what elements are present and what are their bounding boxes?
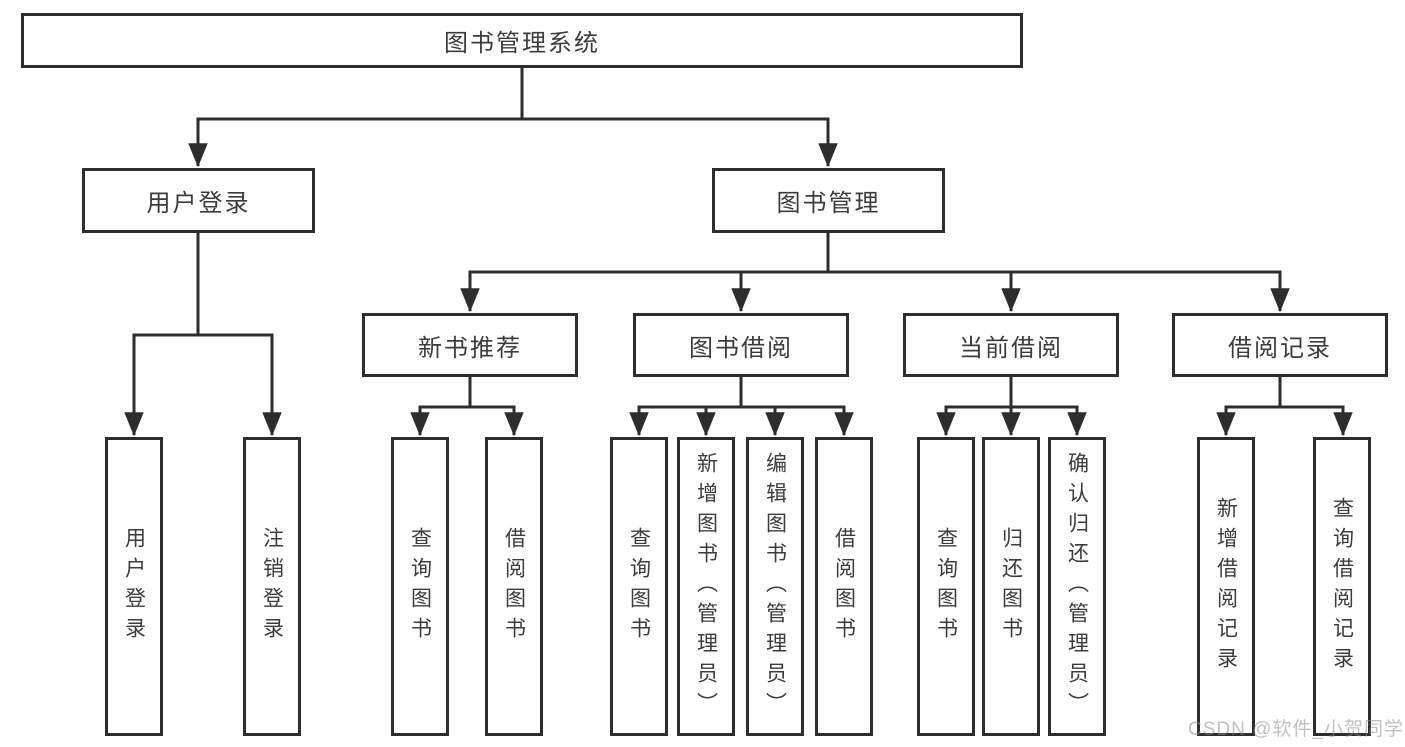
leaf-current-query-book: 查询图书 <box>917 437 975 736</box>
node-label: 查询借阅记录 <box>1330 496 1354 677</box>
node-label: 当前借阅 <box>959 334 1063 362</box>
connector-current-borrow-children <box>936 375 1087 437</box>
leaf-borrow-query-book: 查询图书 <box>610 437 668 736</box>
leaf-borrow-add-book-admin: 新增图书（管理员） <box>677 437 735 736</box>
leaf-borrow-edit-book-admin: 编辑图书（管理员） <box>746 437 804 736</box>
node-label: 图书借阅 <box>689 334 793 362</box>
node-label: 图书管理系统 <box>444 30 600 57</box>
node-label: 借阅记录 <box>1228 334 1332 362</box>
leaf-recommend-borrow-book: 借阅图书 <box>485 437 543 736</box>
node-label: 用户登录 <box>122 526 146 647</box>
node-new-book-recommend: 新书推荐 <box>362 313 578 377</box>
csdn-watermark: CSDN @软件_小贺同学 <box>1188 719 1404 740</box>
node-current-borrow: 当前借阅 <box>903 313 1119 377</box>
node-label: 注销登录 <box>260 526 284 647</box>
node-label: 查询图书 <box>934 526 958 647</box>
node-user-login: 用户登录 <box>82 168 315 233</box>
node-label: 查询图书 <box>408 526 432 647</box>
node-label: 查询图书 <box>627 526 651 647</box>
connector-new-book-recommend-children <box>410 375 524 437</box>
connector-book-management-children <box>460 231 1290 313</box>
node-label: 归还图书 <box>999 526 1023 647</box>
leaf-borrow-borrow-book: 借阅图书 <box>815 437 873 736</box>
connector-borrow-records-children <box>1216 375 1353 437</box>
connector-user-login-children <box>124 231 282 437</box>
leaf-current-confirm-return-admin: 确认归还（管理员） <box>1048 437 1106 736</box>
node-label: 新增图书（管理员） <box>694 451 718 722</box>
node-label: 图书管理 <box>776 190 881 217</box>
leaf-records-add-record: 新增借阅记录 <box>1197 437 1255 736</box>
node-label: 借阅图书 <box>832 526 856 647</box>
leaf-logout: 注销登录 <box>243 437 301 736</box>
leaf-user-login: 用户登录 <box>105 437 163 736</box>
node-borrow-records: 借阅记录 <box>1172 313 1388 377</box>
node-label: 借阅图书 <box>502 526 526 647</box>
node-label: 确认归还（管理员） <box>1065 451 1089 722</box>
node-label: 新增借阅记录 <box>1214 496 1238 677</box>
leaf-current-return-book: 归还图书 <box>982 437 1040 736</box>
node-label: 新书推荐 <box>418 334 522 362</box>
connector-root-to-level2 <box>188 66 838 168</box>
node-label: 编辑图书（管理员） <box>763 451 787 722</box>
node-book-borrow: 图书借阅 <box>633 313 849 377</box>
node-book-management: 图书管理 <box>712 168 945 233</box>
leaf-recommend-query-book: 查询图书 <box>391 437 449 736</box>
node-label: 用户登录 <box>146 190 251 217</box>
connector-book-borrow-children <box>629 375 854 437</box>
leaf-records-query-record: 查询借阅记录 <box>1313 437 1371 736</box>
node-root: 图书管理系统 <box>21 13 1023 68</box>
